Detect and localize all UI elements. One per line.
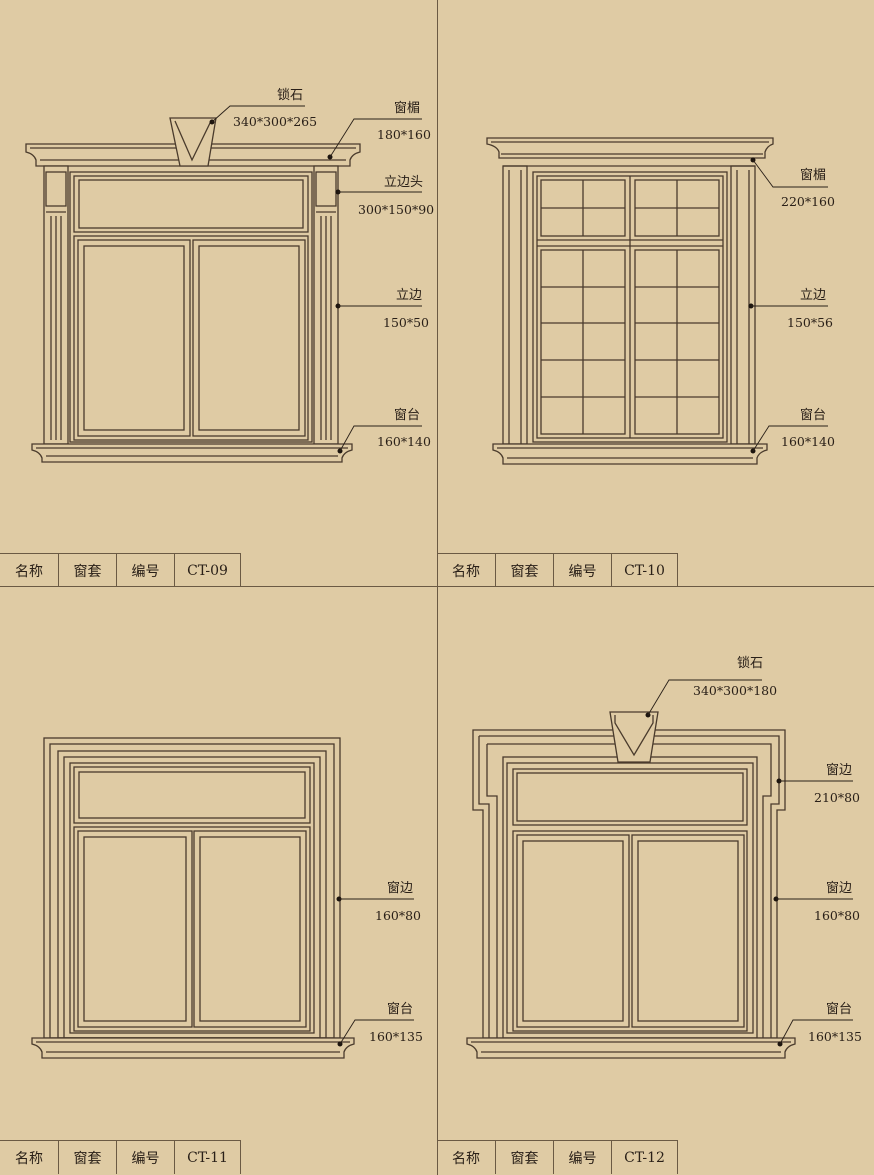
title-name-value: 窗套	[58, 1141, 116, 1174]
callout-label-keystone: 锁石	[277, 88, 304, 103]
title-code-label: 编号	[553, 1141, 611, 1174]
callout-value-pilaster: 150*50	[383, 315, 430, 330]
callout-value-sill: 160*140	[377, 434, 431, 449]
title-name-value: 窗套	[495, 1141, 553, 1174]
vertical-divider	[437, 0, 438, 1175]
panel-ct-11: 窗边 160*80 窗台 160*135 名称 窗套 编号 CT-11	[0, 587, 437, 1174]
callout-label-pilaster: 立边	[396, 288, 423, 303]
callout-label-casing: 窗边	[387, 881, 414, 896]
title-code-value: CT-12	[611, 1141, 677, 1174]
panel-ct-12: 锁石 340*300*180 窗边 210*80 窗边 160*80 窗台 16…	[437, 587, 874, 1174]
callout-label-lintel: 窗楣	[394, 101, 421, 116]
title-name-label: 名称	[15, 1150, 43, 1167]
callout-value-casing-upper: 210*80	[814, 790, 861, 805]
title-name-label: 名称	[452, 563, 480, 580]
window-drawing-ct-10	[486, 137, 828, 465]
callout-label-casing: 窗边	[826, 881, 853, 896]
title-code-label: 编号	[116, 554, 174, 587]
panel-ct-09: 锁石 340*300*265 窗楣 180*160 立边头 300*150*90…	[0, 0, 437, 587]
callout-label-jamb: 立边	[800, 288, 827, 303]
title-code-value: CT-11	[174, 1141, 240, 1174]
callout-value-jamb: 150*56	[787, 315, 834, 330]
title-code-label: 编号	[116, 1141, 174, 1174]
callout-value-lintel: 220*160	[781, 194, 835, 209]
callout-value-sill: 160*140	[781, 434, 835, 449]
window-drawing-ct-09	[25, 105, 422, 463]
callout-label-casing-upper: 窗边	[826, 763, 853, 778]
callout-label-lintel: 窗楣	[800, 168, 827, 183]
callout-value-pilaster-cap: 300*150*90	[358, 202, 435, 217]
callout-value-casing: 160*80	[814, 908, 861, 923]
callout-value-keystone: 340*300*180	[693, 683, 778, 698]
window-drawing-ct-11	[31, 737, 414, 1059]
callout-label-sill: 窗台	[800, 408, 827, 423]
title-code-value: CT-10	[611, 554, 677, 587]
window-drawing-ct-12	[466, 679, 853, 1059]
panel-ct-10: 窗楣 220*160 立边 150*56 窗台 160*140 名称 窗套 编号…	[437, 0, 874, 587]
title-name-label: 名称	[452, 1150, 480, 1167]
title-block-ct-10: 名称 窗套 编号 CT-10	[437, 553, 678, 587]
horizontal-divider	[0, 586, 874, 587]
callout-value-lintel: 180*160	[377, 127, 431, 142]
title-name-label: 名称	[15, 563, 43, 580]
title-block-ct-11: 名称 窗套 编号 CT-11	[0, 1140, 241, 1174]
callout-label-sill: 窗台	[394, 408, 421, 423]
callout-label-pilaster-cap: 立边头	[384, 175, 424, 190]
callout-label-sill: 窗台	[826, 1002, 853, 1017]
callout-label-keystone: 锁石	[737, 656, 764, 671]
title-code-label: 编号	[553, 554, 611, 587]
title-code-value: CT-09	[174, 554, 240, 587]
callout-value-casing: 160*80	[375, 908, 422, 923]
title-block-ct-09: 名称 窗套 编号 CT-09	[0, 553, 241, 587]
callout-value-sill: 160*135	[369, 1029, 423, 1044]
callout-value-sill: 160*135	[808, 1029, 862, 1044]
callout-value-keystone: 340*300*265	[233, 114, 318, 129]
title-name-value: 窗套	[58, 554, 116, 587]
callout-label-sill: 窗台	[387, 1002, 414, 1017]
title-name-value: 窗套	[495, 554, 553, 587]
title-block-ct-12: 名称 窗套 编号 CT-12	[437, 1140, 678, 1174]
